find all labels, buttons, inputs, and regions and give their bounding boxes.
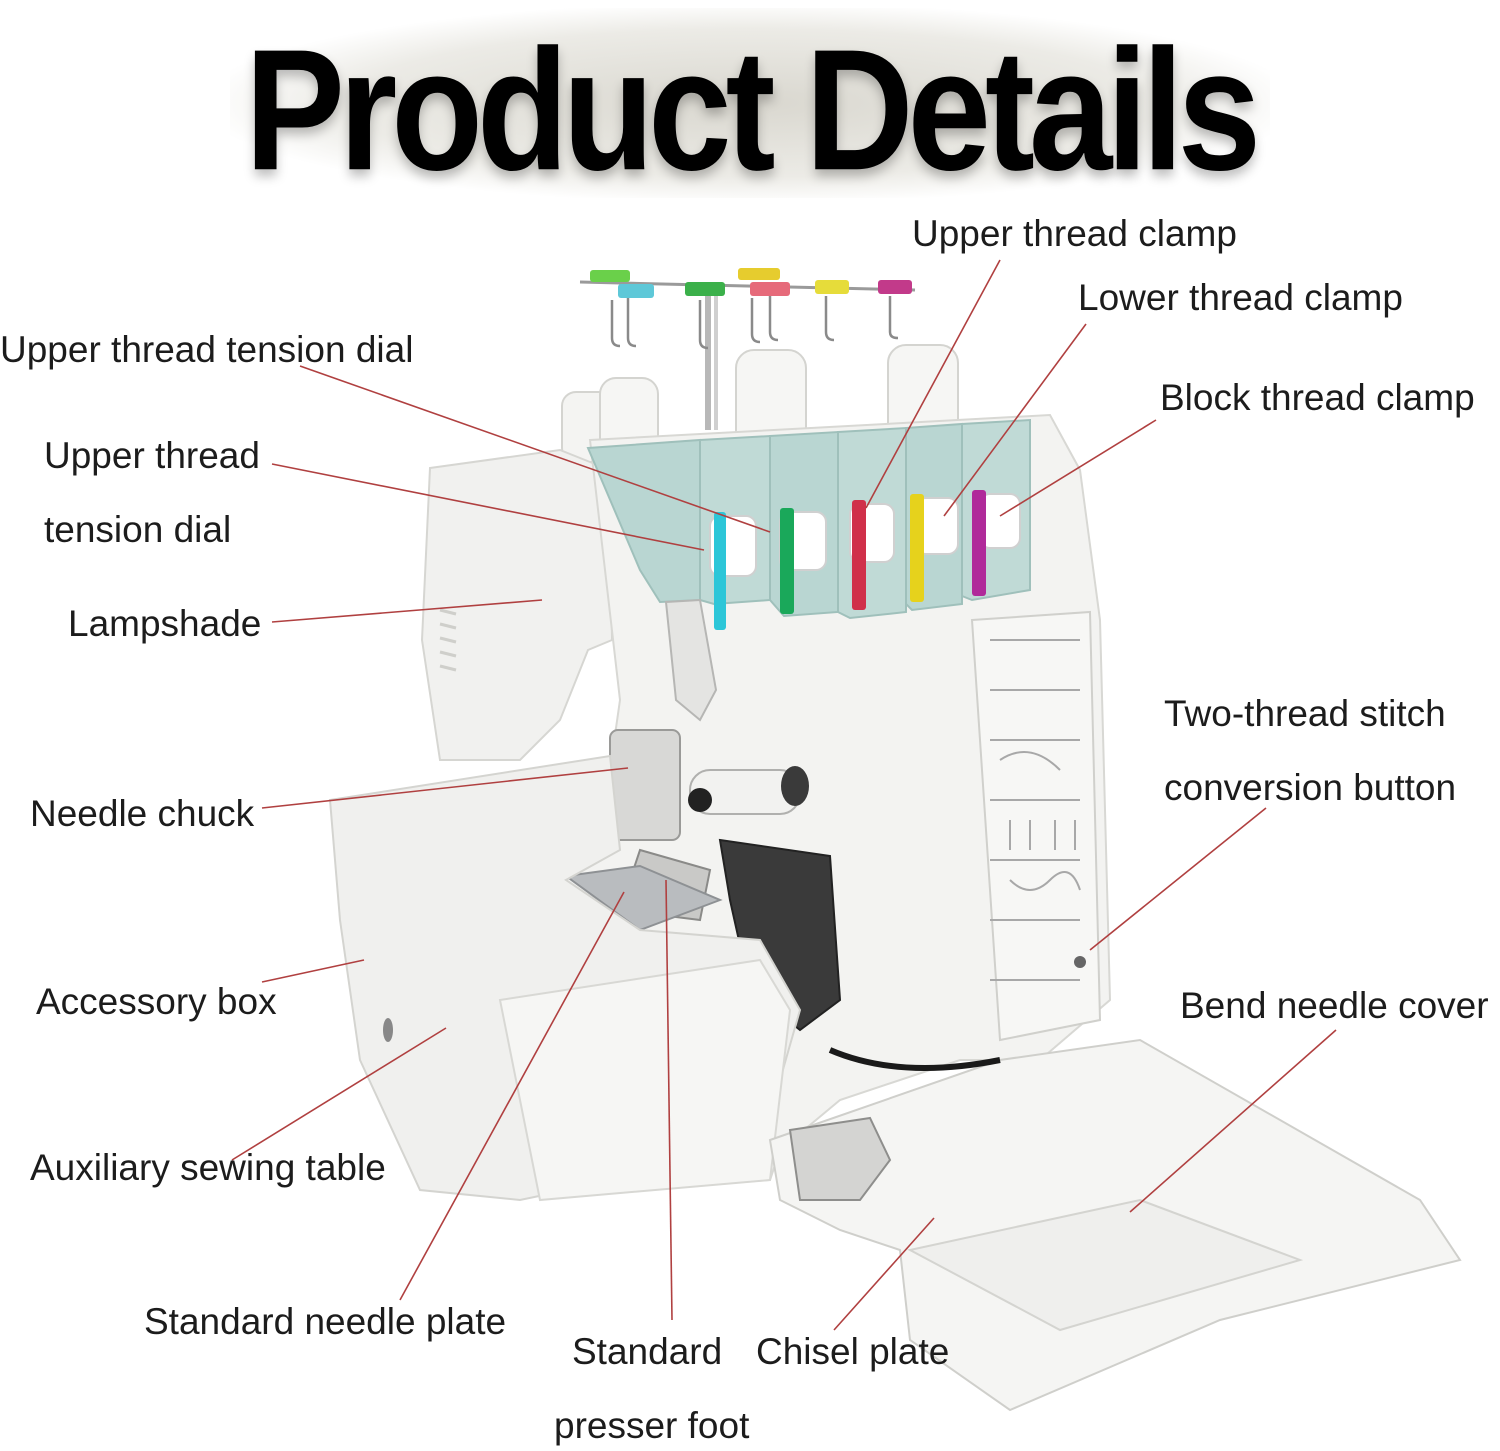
stitch-chart-panel xyxy=(970,610,1102,1042)
label-auxiliary-sewing-table: Auxiliary sewing table xyxy=(30,1147,386,1188)
lampshade-housing xyxy=(420,448,614,761)
auxiliary-sewing-table xyxy=(498,958,792,1202)
leader-auxiliary-sewing-table xyxy=(231,1027,447,1161)
leader-standard-needle-plate xyxy=(399,891,625,1301)
thread-guide-rod xyxy=(579,268,916,430)
chisel-plate xyxy=(788,1116,892,1201)
leader-upper-thread-clamp xyxy=(865,259,1001,509)
label-chisel-plate: Chisel plate xyxy=(756,1331,950,1372)
label-standard-presser-line1: Standard xyxy=(572,1331,723,1372)
leader-lines xyxy=(231,259,1337,1331)
label-two-thread-line2: conversion button xyxy=(1164,767,1457,808)
label-upper-thread-clamp: Upper thread clamp xyxy=(912,213,1237,254)
label-lower-thread-clamp: Lower thread clamp xyxy=(1078,277,1403,318)
leader-lower-thread-clamp xyxy=(943,323,1087,517)
label-lampshade: Lampshade xyxy=(68,603,262,644)
label-upper-thread-line1: Upper thread xyxy=(44,435,260,476)
label-upper-thread-tension-dial: Upper thread tension dial xyxy=(0,329,414,370)
label-accessory-box: Accessory box xyxy=(36,981,277,1022)
vent-slots xyxy=(439,608,457,672)
needle-plate xyxy=(563,864,723,932)
leader-lampshade xyxy=(271,599,543,623)
label-upper-thread-line2: tension dial xyxy=(44,509,232,550)
leader-standard-presser-foot xyxy=(665,879,673,1321)
leader-chisel-plate xyxy=(833,1217,935,1331)
leader-needle-chuck xyxy=(261,767,629,809)
leader-upper-thread xyxy=(271,463,705,551)
leader-two-thread-stitch xyxy=(1089,807,1267,951)
power-cable xyxy=(828,1047,1001,1071)
leader-accessory-box xyxy=(261,959,365,983)
label-block-thread-clamp: Block thread clamp xyxy=(1160,377,1475,418)
label-standard-presser-line2: presser foot xyxy=(554,1405,750,1446)
cover-inner-panel xyxy=(907,1198,1304,1332)
leader-block-thread-clamp xyxy=(999,419,1157,517)
label-two-thread-line1: Two-thread stitch xyxy=(1164,693,1446,734)
accessory-box-latch xyxy=(383,1018,393,1042)
leader-bend-needle-cover xyxy=(1129,1029,1337,1213)
title-background xyxy=(230,8,1270,198)
page-title: Product Details xyxy=(244,12,1261,207)
leader-upper-thread-tension-dial xyxy=(299,365,771,533)
label-bend-needle-cover: Bend needle cover xyxy=(1180,985,1489,1026)
label-standard-needle-plate: Standard needle plate xyxy=(144,1301,507,1342)
tension-dials xyxy=(709,490,1021,630)
label-needle-chuck: Needle chuck xyxy=(30,793,255,834)
